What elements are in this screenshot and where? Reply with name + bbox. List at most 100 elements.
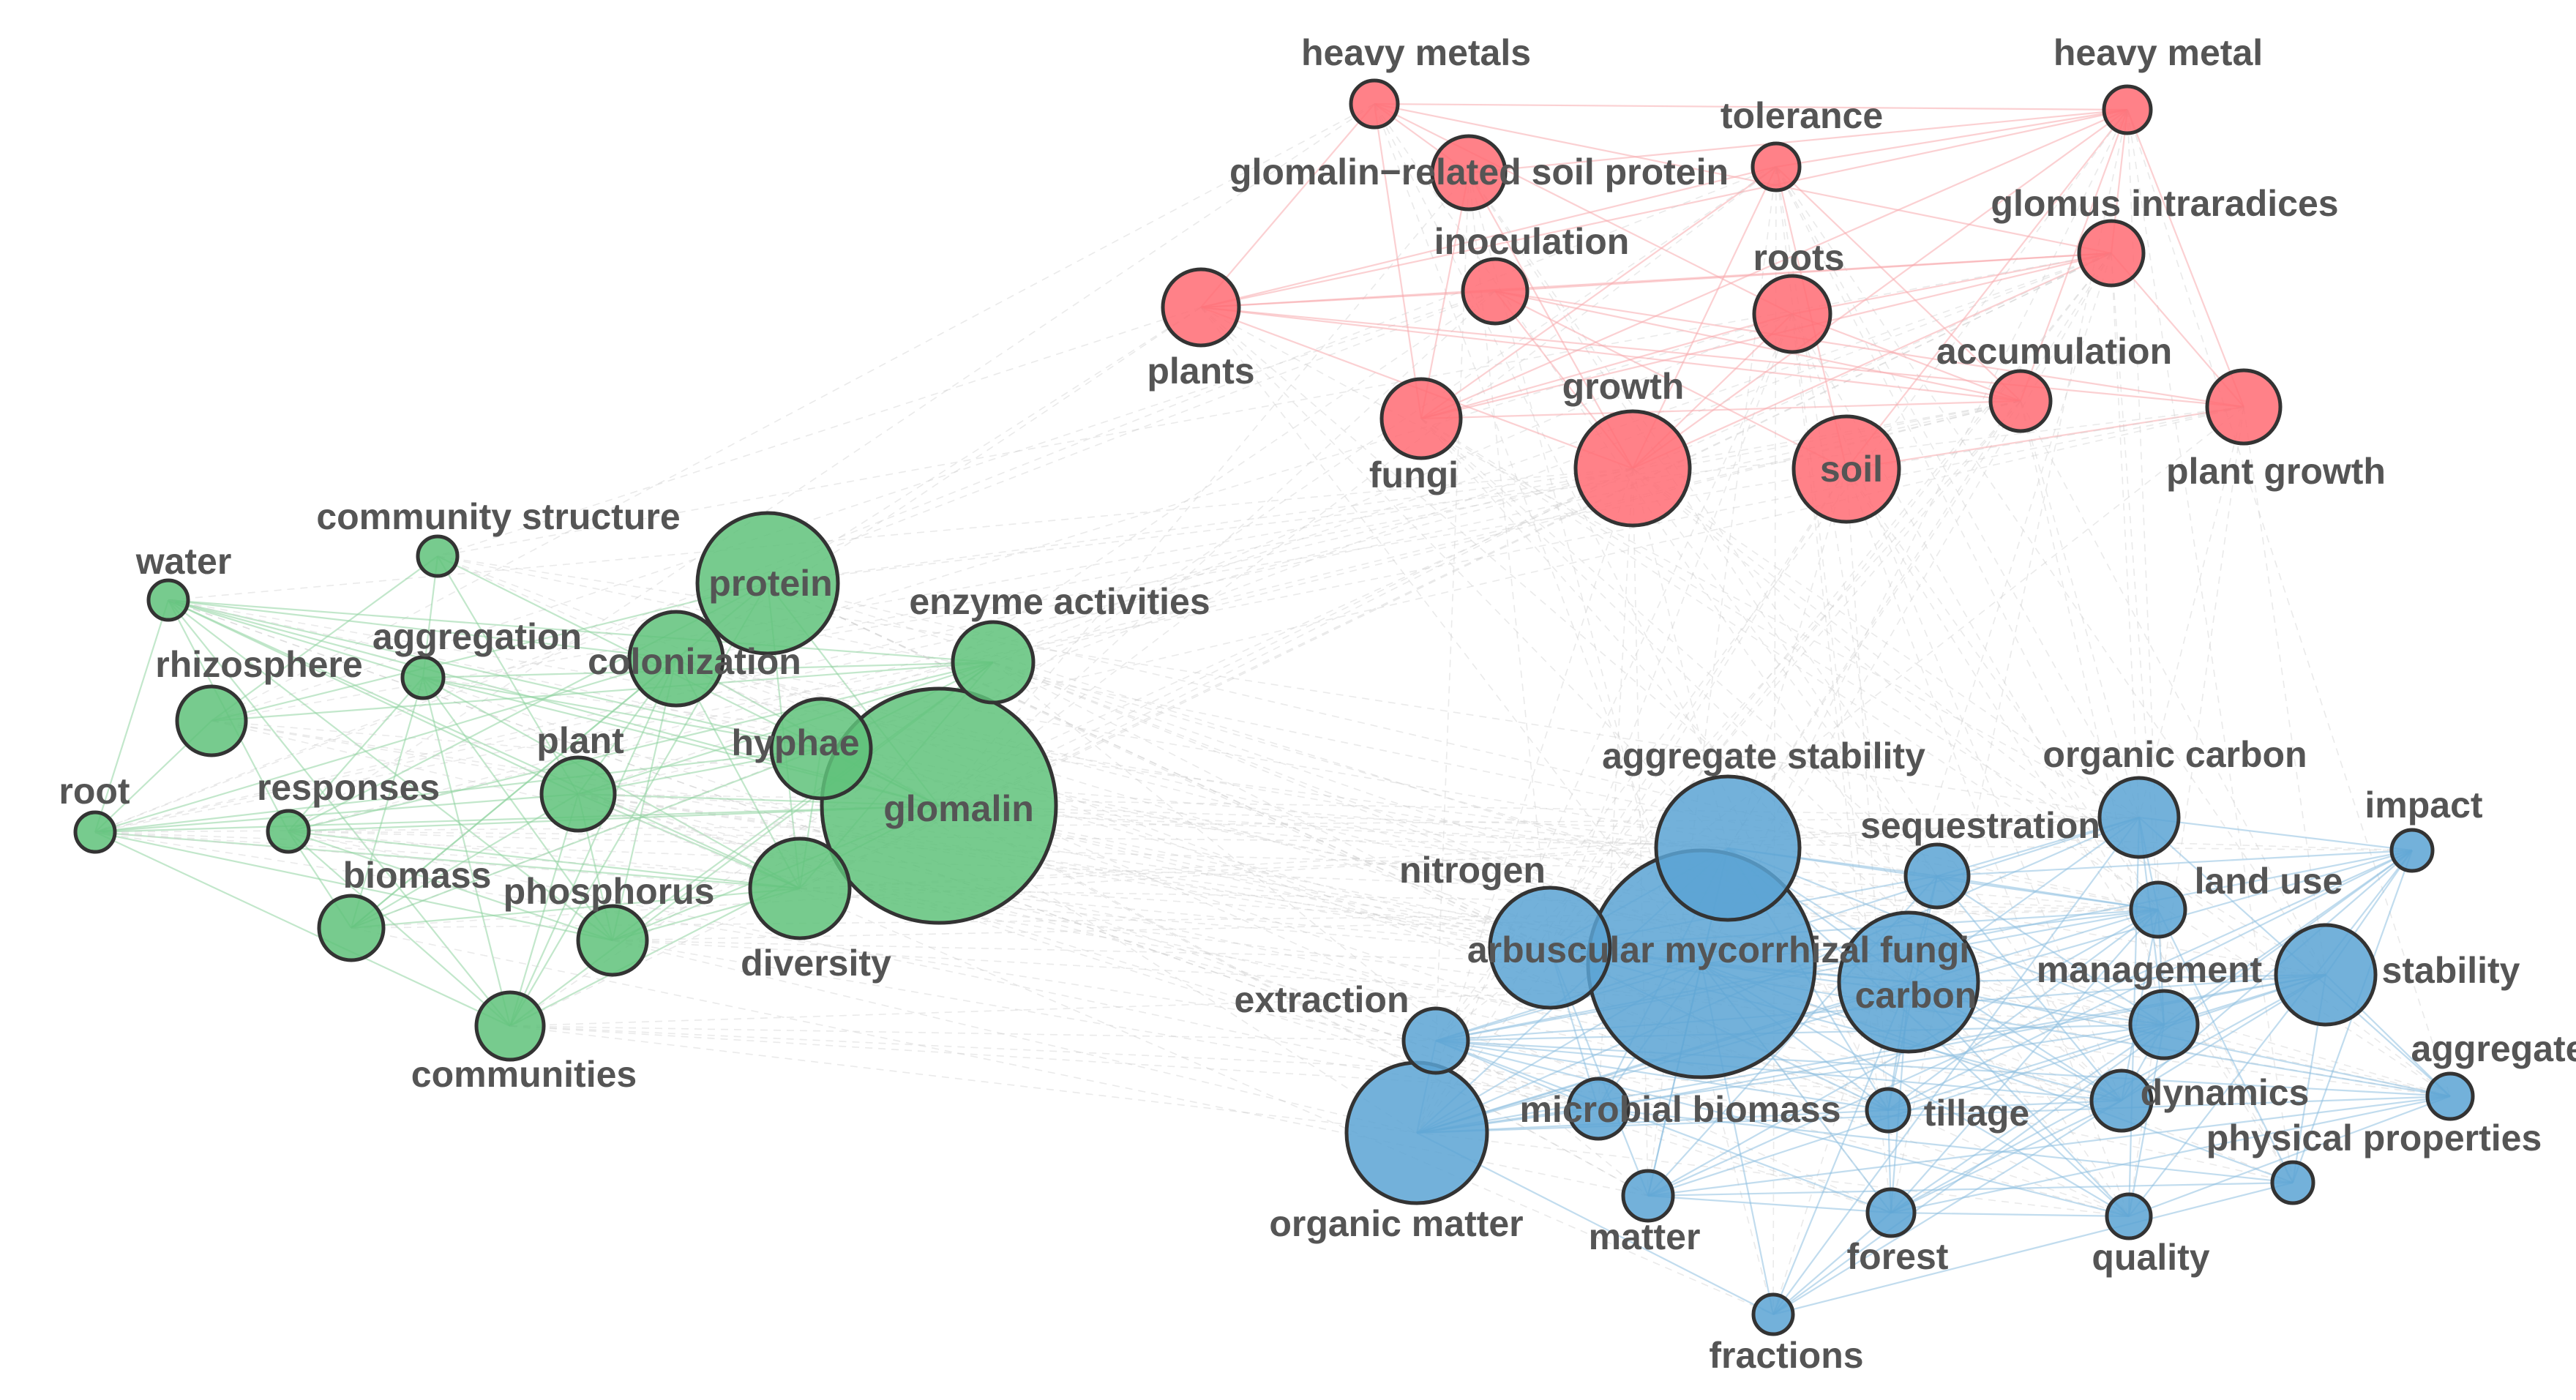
node-land-use[interactable] xyxy=(2129,880,2187,939)
node-management[interactable] xyxy=(2128,989,2200,1060)
edge-biomass-diversity xyxy=(351,887,801,929)
label-responses: responses xyxy=(257,767,440,808)
edge-rhizosphere-carbon xyxy=(211,720,1909,983)
node-matter[interactable] xyxy=(1621,1169,1675,1223)
node-sequestration[interactable] xyxy=(1903,842,1971,910)
edge-physical_properties-matter xyxy=(1647,1181,2294,1197)
node-aggregation[interactable] xyxy=(400,655,446,700)
node-soil[interactable] xyxy=(1791,414,1901,524)
node-protein[interactable] xyxy=(695,511,840,656)
node-fractions[interactable] xyxy=(1751,1292,1795,1336)
edge-enzyme-aggregate xyxy=(992,662,2451,1097)
label-enzyme: enzyme activities xyxy=(909,581,1210,622)
node-phosphorus[interactable] xyxy=(576,904,649,977)
node-glomalin[interactable] xyxy=(820,686,1058,925)
edge-biomass-land_use xyxy=(351,909,2159,929)
edge-heavy_metal-fungi xyxy=(1420,108,2128,420)
edge-rhizosphere-tillage xyxy=(211,720,1889,1111)
node-tolerance[interactable] xyxy=(1751,141,1802,192)
edge-communities-extraction xyxy=(509,1025,1437,1041)
label-growth: growth xyxy=(1562,366,1685,407)
node-grsp[interactable] xyxy=(1430,134,1508,212)
node-plants[interactable] xyxy=(1161,267,1241,348)
edge-responses-diversity xyxy=(288,830,801,890)
edge-soil-nitrogen xyxy=(1549,468,1847,948)
edge-root-glomalin xyxy=(94,804,940,834)
edge-root-communities xyxy=(94,831,511,1027)
node-inoculation[interactable] xyxy=(1461,257,1530,326)
edge-root-land_use xyxy=(94,831,2159,910)
node-carbon[interactable] xyxy=(1837,910,1980,1054)
edge-hyphae-root xyxy=(94,747,822,834)
node-diversity[interactable] xyxy=(748,836,852,940)
edge-heavy_metal-plant_growth xyxy=(2126,109,2245,408)
edge-management-organic_matter xyxy=(1416,1023,2165,1134)
node-growth[interactable] xyxy=(1573,409,1692,528)
node-glomus[interactable] xyxy=(2077,219,2146,288)
node-plant-growth[interactable] xyxy=(2205,368,2283,446)
edge-sequestration-dynamics xyxy=(1936,875,2122,1101)
label-heavy-metals: heavy metals xyxy=(1301,32,1531,73)
node-hyphae[interactable] xyxy=(769,697,873,801)
edge-soil-organic_matter xyxy=(1416,468,1847,1134)
edge-heavy_metal-plants xyxy=(1200,108,2128,309)
node-colonization[interactable] xyxy=(627,610,725,708)
edge-plant_growth-quality xyxy=(2128,406,2244,1217)
label-diversity: diversity xyxy=(741,943,891,984)
node-enzyme[interactable] xyxy=(951,620,1036,705)
node-microbial-biomass[interactable] xyxy=(1566,1077,1630,1141)
node-extraction[interactable] xyxy=(1401,1006,1470,1075)
node-aggregate-stability[interactable] xyxy=(1654,774,1802,922)
edge-plants-aggregate_stability xyxy=(1200,307,1729,849)
label-tolerance: tolerance xyxy=(1721,95,1883,136)
edge-tolerance-physical_properties xyxy=(1775,166,2294,1183)
node-forest[interactable] xyxy=(1865,1187,1917,1238)
label-management: management xyxy=(2037,949,2263,990)
edge-glomus-nitrogen xyxy=(1549,252,2112,948)
edge-tillage-organic_matter xyxy=(1416,1109,1889,1134)
label-soil: soil xyxy=(1820,449,1883,490)
edge-soil-quality xyxy=(1846,468,2130,1217)
edge-dynamics-tillage xyxy=(1887,1099,2122,1112)
node-heavy-metal[interactable] xyxy=(2102,84,2153,135)
node-dynamics[interactable] xyxy=(2089,1068,2154,1133)
edge-stability-microbial_biomass xyxy=(1598,973,2326,1110)
edge-growth-sequestration xyxy=(1632,468,1938,877)
node-accumulation[interactable] xyxy=(1988,369,2053,433)
node-roots[interactable] xyxy=(1752,274,1832,354)
edge-inoculation-soil xyxy=(1494,291,1847,470)
node-physical-properties[interactable] xyxy=(2270,1160,2315,1205)
node-water[interactable] xyxy=(146,578,190,622)
label-impact: impact xyxy=(2365,785,2483,826)
edge-phosphorus-organic_matter xyxy=(612,940,1418,1134)
node-communities[interactable] xyxy=(474,990,546,1062)
edge-forest-quality xyxy=(1890,1211,2130,1218)
node-organic-carbon[interactable] xyxy=(2097,776,2181,859)
node-fungi[interactable] xyxy=(1379,377,1463,460)
edge-plant_growth-root xyxy=(94,406,2244,833)
node-quality[interactable] xyxy=(2105,1192,2153,1240)
edge-aggregate-forest xyxy=(1890,1095,2451,1214)
node-community-structure[interactable] xyxy=(416,534,460,578)
edge-diversity-land_use xyxy=(799,888,2159,910)
node-biomass[interactable] xyxy=(317,894,386,962)
edge-water-aggregation xyxy=(168,599,424,679)
node-aggregate[interactable] xyxy=(2425,1071,2475,1121)
edge-aggregation-hyphae xyxy=(422,676,822,750)
node-responses[interactable] xyxy=(266,809,311,854)
node-heavy-metals[interactable] xyxy=(1349,78,1400,130)
label-rhizosphere: rhizosphere xyxy=(155,644,362,685)
node-impact[interactable] xyxy=(2389,828,2435,873)
node-tillage[interactable] xyxy=(1865,1087,1912,1134)
edge-glomus-fractions xyxy=(1772,252,2112,1315)
node-stability[interactable] xyxy=(2274,923,2378,1027)
node-root[interactable] xyxy=(73,810,117,854)
node-rhizosphere[interactable] xyxy=(175,684,248,757)
edge-grsp-fungi xyxy=(1420,172,1470,419)
node-organic-matter[interactable] xyxy=(1344,1060,1489,1205)
label-roots: roots xyxy=(1753,237,1845,278)
label-extraction: extraction xyxy=(1235,979,1409,1020)
node-plant[interactable] xyxy=(539,755,617,833)
node-nitrogen[interactable] xyxy=(1488,886,1612,1010)
edge-plant_growth-organic_carbon xyxy=(2138,406,2244,818)
